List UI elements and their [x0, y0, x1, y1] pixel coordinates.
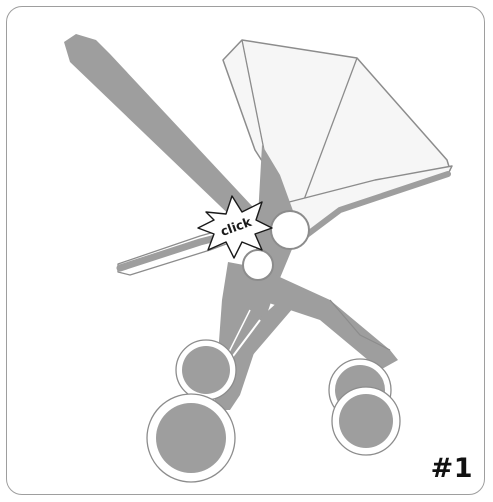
wheel-front-right [332, 387, 400, 455]
hinge-upper [271, 211, 309, 249]
click-burst: click [198, 196, 272, 258]
wheel-rear-left [147, 394, 235, 482]
step-number-label: #1 [431, 453, 473, 484]
wheel-front-left [176, 340, 236, 400]
hinge-lower [243, 250, 273, 280]
